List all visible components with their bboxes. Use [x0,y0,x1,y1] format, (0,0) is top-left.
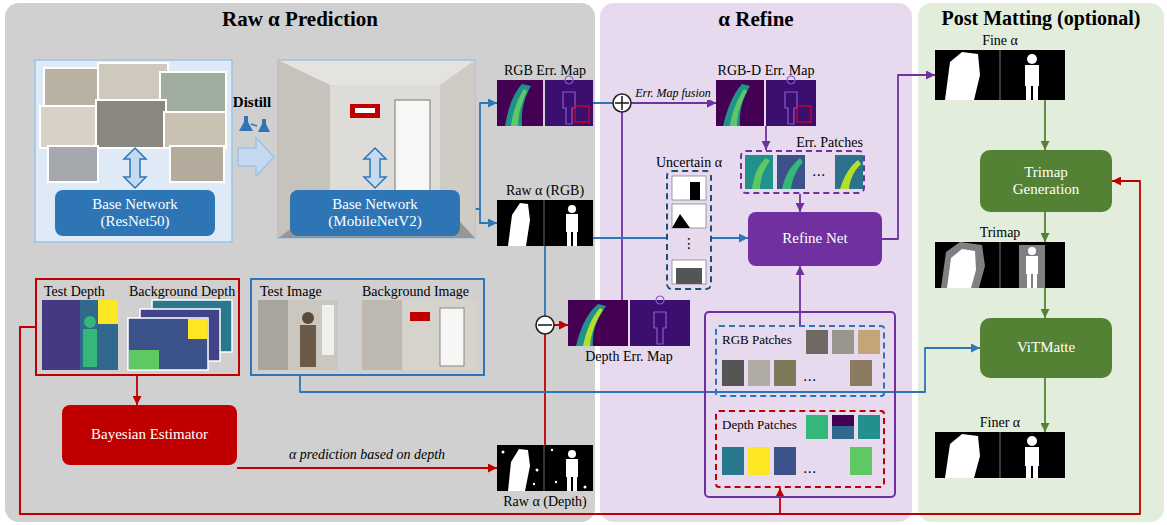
alpha-matte: Finer α [935,432,1065,478]
box-label: ViTMatte [1017,339,1075,356]
text-holder: ⋮ [682,234,696,252]
alpha-matte: Raw α (Depth) [497,445,593,491]
text-holder: Test Image [260,282,322,300]
process-box: ViTMatte [980,318,1112,378]
text-holder: Uncertain α [628,153,750,171]
text-holder: Raw α Prediction [5,7,595,31]
alpha-matte: Raw α (RGB) [497,200,593,246]
box-label: Base Network (ResNet50) [76,196,194,231]
box-label: Refine Net [782,230,847,247]
network-box: Refine Net [748,212,882,266]
caption: RGB-D Err. Map [718,63,815,78]
depth-input-group: Test Depth Background Depth [35,278,240,376]
text-holder: Err. Patches [796,133,863,151]
trimap-image: Trimap [935,242,1065,288]
caption: Background Image [362,284,469,299]
caption: Raw α (RGB) [506,183,584,198]
caption: Test Image [260,284,322,299]
alpha-matte: Fine α [935,50,1065,100]
panel-title: Post Matting (optional) [942,7,1141,29]
text-holder: ... [812,162,825,180]
ellipsis-mark: ... [803,460,816,476]
caption: Err. Patches [796,135,863,150]
panel-title: Raw α Prediction [222,7,378,31]
patch-set: Uncertain α⋮ [666,170,712,290]
text-holder: ... [803,459,816,477]
text-holder: Fine α [895,31,1105,49]
text-holder: Test Depth [44,282,105,300]
patch-set: Err. Patches... [740,150,865,194]
error-map: RGB Err. Map [497,80,593,126]
text-holder: RGB Patches [722,330,792,348]
error-map: Depth Err. Map [568,300,690,346]
text-holder: Raw α (Depth) [457,492,633,510]
caption: Background Depth [129,284,235,299]
text-holder: α Refine [600,7,912,31]
text-holder: Depth Err. Map [528,347,730,365]
ellipsis-mark: ... [803,368,816,384]
caption: Test Depth [44,284,105,299]
box-label: Base Network (MobileNetV2) [316,196,434,231]
text-holder: Finer α [895,413,1105,431]
stage-panel: α RefineRGB-D Err. MapErr. Patches... Unc… [600,3,912,522]
text-holder: Background Depth [129,282,235,300]
error-map: RGB-D Err. Map [716,80,816,126]
edge-label-holder: Err. Map fusion [633,83,713,101]
text-holder: RGB Err. Map [457,61,633,79]
caption: Raw α (Depth) [503,494,587,509]
process-box: Trimap Generation [980,150,1112,212]
edge-label: α prediction based on depth [287,447,447,462]
caption: Uncertain α [656,155,722,170]
box-label: Trimap Generation [996,164,1096,199]
network-box: Base Network (ResNet50) [55,190,215,236]
annotation: Distill [233,94,271,110]
text-holder: Background Image [362,282,469,300]
ellipsis-mark: ... [812,163,825,179]
image-input-group: Test Image Background Image [250,278,485,376]
text-holder: RGB-D Err. Map [676,61,856,79]
label-holder: Distill [233,93,271,111]
text-holder: Raw α (RGB) [457,181,633,199]
text-holder: Trimap [895,223,1105,241]
network-box: Base Network (MobileNetV2) [290,190,460,236]
caption: RGB Patches [722,332,792,347]
text-holder: Post Matting (optional) [918,7,1164,30]
text-holder: Depth Patches [722,415,797,433]
caption: Fine α [982,33,1018,48]
caption: Trimap [980,225,1021,240]
caption: Depth Patches [722,417,797,432]
patch-set: Depth Patches... [715,410,885,488]
panel-title: α Refine [718,7,793,31]
caption: RGB Err. Map [504,63,586,78]
caption: Depth Err. Map [585,349,672,364]
ellipsis-mark: ⋮ [682,235,696,251]
stage-panel: Raw α PredictionBase Network (ResNet50) B… [5,3,595,522]
caption: Finer α [980,415,1020,430]
edge-label-holder: α prediction based on depth [287,445,447,463]
stage-panel: Post Matting (optional) Fine α Trimap Gene… [918,3,1164,522]
text-holder: ... [803,367,816,385]
patch-set: RGB Patches... [715,325,885,397]
box-label: Bayesian Estimator [91,426,208,443]
edge-label: Err. Map fusion [633,86,713,100]
estimator-box: Bayesian Estimator [62,405,237,465]
